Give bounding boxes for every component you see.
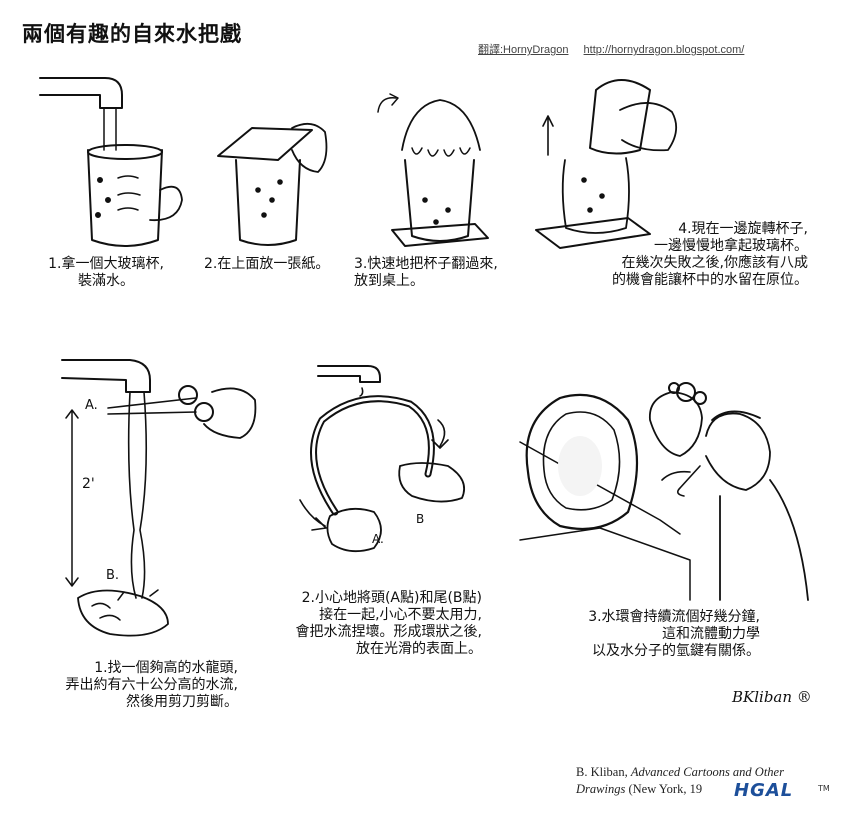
caption-line: 會把水流捏壞。形成環狀之後, [295,624,482,640]
translator-name: 翻譯:HornyDragon [478,44,569,56]
caption-line: 2.在上面放一張紙。 [204,256,330,272]
caption-line: 1.找一個夠高的水龍頭, [94,660,238,676]
caption-line: 接在一起,小心不要太用力, [319,607,482,623]
caption-bottom-3: 3.水環會持續流個好幾分鐘, 這和流體動力學 以及水分子的氫鍵有關係。 [548,609,760,660]
signature-text: BKliban [732,688,793,706]
caption-line: 的機會能讓杯中的水留在原位。 [612,272,808,288]
caption-line: 2.小心地將頭(A點)和尾(B點) [301,590,482,606]
caption-line: 4.現在一邊旋轉杯子, [678,221,808,237]
caption-top-1: 1.拿一個大玻璃杯, 裝滿水。 [26,256,186,290]
caption-top-3: 3.快速地把杯子翻過來, 放到桌上。 [354,256,498,290]
paper-on-glass-illustration [217,122,328,246]
caption-line: 3.水環會持續流個好幾分鐘, [588,609,760,625]
caption-line: 一邊慢慢地拿起玻璃杯。 [654,238,808,254]
source-author: B. Kliban, [576,765,628,779]
ring-point-b-label: B [416,512,425,526]
caption-line: 放到桌上。 [354,273,424,289]
caption-top-2: 2.在上面放一張紙。 [204,256,329,273]
source-book-title-cont: Drawings [576,782,626,796]
stream-cutting-illustration [61,359,257,637]
joining-ring-illustration [299,365,466,553]
caption-bottom-1: 1.找一個夠高的水龍頭, 弄出約有六十公分高的水流, 然後用剪刀剪斷。 [20,660,238,711]
source-publication: (New York, 19 [628,782,703,796]
artist-signature: BKliban ® [732,688,812,706]
caption-line: 然後用剪刀剪斷。 [126,694,238,710]
caption-line: 以及水分子的氫鍵有關係。 [592,643,760,659]
caption-line: 1.拿一個大玻璃杯, [48,256,164,272]
height-label: 2' [82,476,95,492]
inverted-glass-illustration [377,93,489,247]
blog-url-link[interactable]: http://hornydragon.blogspot.com/ [583,44,745,56]
caption-line: 放在光滑的表面上。 [356,641,482,657]
caption-top-4: 4.現在一邊旋轉杯子, 一邊慢慢地拿起玻璃杯。 在幾次失敗之後,你應該有八成 的… [560,221,808,289]
caption-line: 這和流體動力學 [662,626,760,642]
water-ring-illustration [519,382,809,601]
caption-line: 弄出約有六十公分高的水流, [65,677,238,693]
page-title: 兩個有趣的自來水把戲 [22,22,242,46]
source-book-title: Advanced Cartoons and Other [630,765,784,779]
translator-credit: 翻譯:HornyDragon http://hornydragon.blogsp… [478,41,744,57]
source-citation: B. Kliban, Advanced Cartoons and Other D… [576,764,784,798]
caption-line: 在幾次失敗之後,你應該有八成 [621,255,808,271]
hgal-logo: HGAL [734,780,794,801]
point-a-label: A. [85,398,98,413]
trademark-mark: TM [818,784,830,793]
caption-line: 3.快速地把杯子翻過來, [354,256,498,272]
faucet-glass-illustration [39,77,183,247]
lifting-glass-illustration [535,79,678,249]
caption-line: 裝滿水。 [78,273,134,289]
point-b-label: B. [106,568,120,583]
caption-bottom-2: 2.小心地將頭(A點)和尾(B點) 接在一起,小心不要太用力, 會把水流捏壞。形… [252,590,482,658]
ring-point-a-label: A. [372,532,384,546]
